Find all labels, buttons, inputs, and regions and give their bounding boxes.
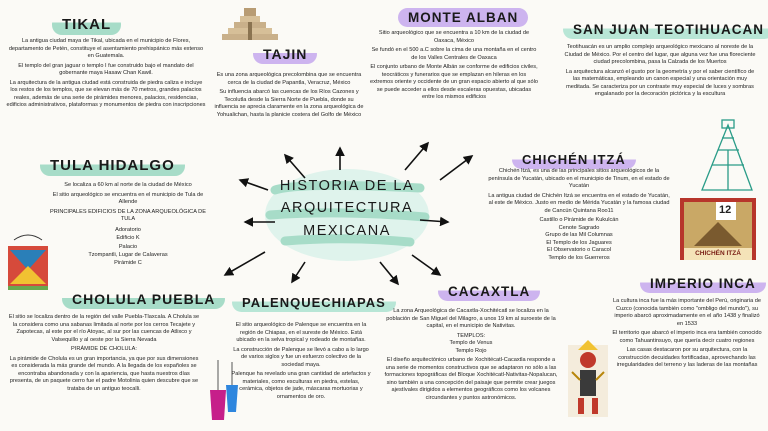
center-title-line: MEXICANA	[303, 222, 391, 239]
palenque-para: Palenque ha revelado una gran cantidad d…	[231, 371, 371, 400]
list-item: El Templo de los Jaguares	[546, 239, 612, 246]
arrow-to-teotihuacan	[439, 155, 474, 181]
tikal-para: La antigua ciudad maya de Tikal, ubicada…	[8, 38, 204, 60]
chichen-para: La antigua ciudad de Chichén Itzá se enc…	[488, 192, 670, 214]
list-item: Palacio	[118, 243, 138, 250]
list-item: Castillo o Pirámide de Kukulcán	[539, 217, 619, 224]
cacaxtla-para: El diseño arquitectónico urbano de Xochi…	[384, 357, 558, 402]
arrow-to-tajin	[283, 153, 306, 179]
title-cholula: CHOLULA PUEBLA	[62, 289, 226, 309]
list-item: Pirámide C	[114, 260, 142, 267]
arrow-to-monte-alban	[404, 141, 430, 171]
monte-alban-para: El conjunto urbano de Monte Albán se con…	[370, 64, 538, 101]
chichen-para: Chichén Itzá, es una de las principales …	[488, 168, 670, 190]
title-inca: IMPERIO INCA	[640, 274, 766, 293]
title-cacaxtla: CACAXTLA	[438, 282, 541, 301]
connector-arrows	[223, 141, 474, 286]
arrow-to-chichen	[419, 216, 450, 227]
monte-alban-para: Sitio arqueológico que se encuentra a 10…	[378, 30, 530, 44]
title-teotihuacan: SAN JUAN TEOTIHUACAN	[563, 20, 768, 39]
tula-textile-illustration	[8, 234, 48, 290]
cacaxtla-para: Templo de Venus	[449, 340, 493, 347]
inca-para: La cultura inca fue la más importante de…	[612, 298, 761, 327]
list-item: Grupo de las Mil Columnas	[545, 232, 613, 239]
center-blob	[265, 169, 430, 261]
list-item: Templo de los Guerreros	[548, 255, 610, 262]
tikal-para: El templo del gran jaguar o templo I fue…	[18, 62, 194, 77]
palenque-para: El sitio arqueológico de Palenque se enc…	[235, 322, 367, 344]
monte-alban-para: Se fundó en el 500 a.C sobre la cima de …	[371, 47, 537, 61]
palenque-text: El sitio arqueológico de Palenque se enc…	[230, 322, 372, 403]
tikal-para: La arquitectura de la antigua ciudad est…	[6, 79, 206, 109]
teotihuacan-text: Teotihuacán es un amplio complejo arqueo…	[562, 44, 758, 101]
arrow-to-cacaxtla	[411, 254, 442, 276]
arrow-to-center-bottom	[379, 261, 400, 286]
title-chichen: CHICHÉN ITZÁ	[512, 150, 636, 169]
chichen-card-label: CHICHÉN ITZÁ	[695, 250, 741, 257]
cholula-text: El sitio se localiza dentro de la región…	[6, 314, 202, 395]
inca-figure-illustration	[568, 340, 608, 417]
teotihuacan-pyramid-illustration	[701, 119, 753, 191]
tula-para: PRINCIPALES EDIFICIOS DE LA ZONA ARQUEOL…	[50, 208, 206, 223]
center-title-line: ARQUITECTURA	[280, 200, 414, 217]
cacaxtla-text: La zona Arqueológica de Cacaxtla-Xochité…	[382, 308, 560, 405]
tula-para: El sitio arqueológico se encuentra en el…	[52, 191, 204, 206]
teotihuacan-para: La arquitectura alcanzó el gusto por la …	[565, 68, 755, 98]
tikal-pyramid-illustration	[222, 8, 278, 40]
arrow-to-cholula	[223, 251, 266, 276]
inca-para: El territorio que abarcó el imperio inca…	[612, 330, 762, 344]
center-title: HISTORIA DE LA ARQUITECTURA MEXICANA	[273, 175, 421, 242]
tajin-para: Es una zona arqueológica precolombina qu…	[216, 72, 362, 86]
title-tula: TULA HIDALGO	[40, 155, 185, 176]
cholula-para: La pirámide de Cholula es un gran import…	[9, 355, 199, 392]
tajin-para: Su influencia abarcó las cuencas de los …	[214, 89, 364, 118]
cholula-para: El sitio se localiza dentro de la región…	[8, 314, 200, 343]
cacaxtla-para: TEMPLOS:	[456, 332, 486, 339]
title-tikal: TIKAL	[52, 14, 122, 35]
title-tajin: TAJIN	[253, 44, 318, 64]
tajin-text: Es una zona arqueológica precolombina qu…	[214, 72, 364, 121]
tula-text: Se localiza a 60 km al norte de la ciuda…	[44, 182, 212, 268]
list-item: Tzompantli, Lugar de Calaveras	[88, 251, 168, 258]
list-item: Cenote Sagrado	[558, 224, 600, 231]
chichen-card-number: 12	[719, 204, 732, 216]
teotihuacan-para: Teotihuacán es un amplio complejo arqueo…	[564, 44, 756, 66]
cholula-para: PIRÁMIDE DE CHOLULA:	[71, 346, 137, 353]
palenque-para: La construcción de Palenque se llevó a c…	[233, 346, 369, 368]
monte-alban-text: Sitio arqueológico que se encuentra a 10…	[370, 30, 538, 104]
inca-text: La cultura inca fue la más importante de…	[612, 298, 762, 372]
arrow-to-tula	[238, 178, 269, 191]
list-item: Edificio K	[116, 235, 140, 242]
title-monte-alban: MONTE ALBAN	[398, 8, 529, 27]
center-title-line: HISTORIA DE LA	[279, 178, 415, 194]
cacaxtla-para: Templo Rojo	[455, 347, 487, 354]
tula-building-list: Adoratorio Edificio K Palacio Tzompantli…	[44, 226, 212, 268]
tikal-text: La antigua ciudad maya de Tikal, ubicada…	[6, 38, 206, 112]
list-item: Adoratorio	[115, 226, 141, 233]
arrow-to-palenque	[291, 261, 306, 284]
palenque-tassel-illustration	[210, 360, 238, 420]
tula-para: Se localiza a 60 km al norte de la ciuda…	[64, 182, 192, 188]
chichen-text: Chichén Itzá, es una de las principales …	[488, 168, 670, 263]
inca-para: Las casas destacaron por su arquitectura…	[616, 347, 758, 369]
title-palenque: PALENQUECHIAPAS	[232, 293, 396, 312]
cacaxtla-para: La zona Arqueológica de Cacaxtla-Xochité…	[386, 308, 556, 330]
list-item: El Observatorio o Caracol	[546, 247, 612, 254]
chichen-card-illustration	[680, 198, 756, 260]
